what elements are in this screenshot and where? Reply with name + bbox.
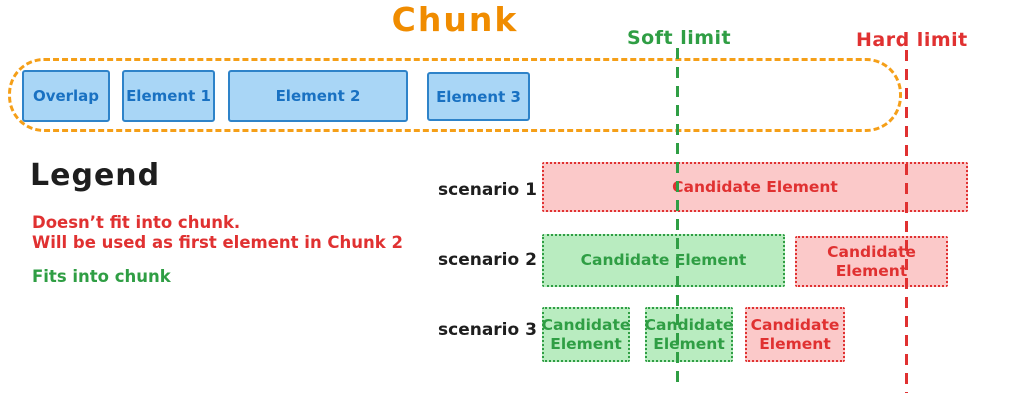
chunk-element-3: Element 3 (427, 72, 530, 121)
scenario-3-candidate-green-2: Candidate Element (645, 307, 733, 362)
hard-limit-label: Hard limit (856, 29, 968, 51)
diagram-title: Chunk (391, 0, 519, 39)
scenario-2-label: scenario 2 (438, 250, 537, 270)
legend-doesnt-fit-note: Doesn’t fit into chunk. Will be used as … (32, 213, 403, 252)
scenario-2-candidate-green: Candidate Element (542, 234, 785, 287)
chunk-element-1: Element 1 (122, 70, 215, 122)
legend-heading: Legend (30, 158, 161, 193)
chunk-boundary-box (8, 58, 902, 132)
chunk-element-2: Element 2 (228, 70, 408, 122)
hard-limit-line (905, 50, 908, 393)
soft-limit-line (676, 48, 679, 390)
scenario-3-candidate-red: Candidate Element (745, 307, 845, 362)
scenario-3-candidate-green-1: Candidate Element (542, 307, 630, 362)
scenario-1-label: scenario 1 (438, 180, 537, 200)
scenario-1-candidate-red: Candidate Element (542, 162, 968, 212)
chunk-element-overlap: Overlap (22, 70, 110, 122)
legend-fits-note: Fits into chunk (32, 267, 171, 286)
scenario-2-candidate-red: Candidate Element (795, 236, 948, 287)
soft-limit-label: Soft limit (627, 27, 732, 49)
scenario-3-label: scenario 3 (438, 320, 537, 340)
